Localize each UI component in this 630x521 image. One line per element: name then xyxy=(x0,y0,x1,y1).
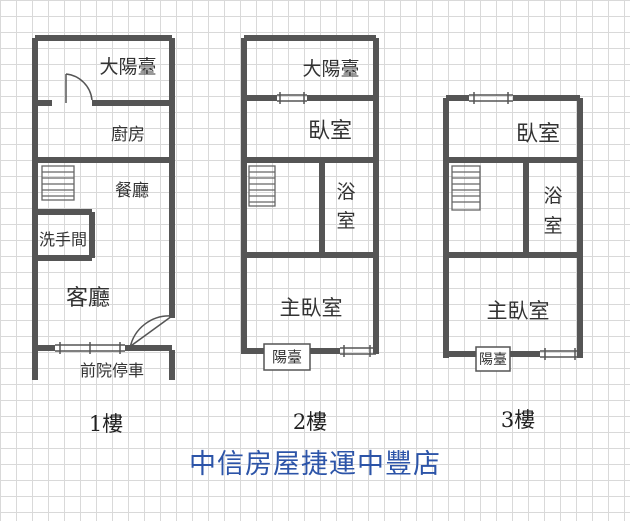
floor-2-label: 2樓 xyxy=(293,410,327,434)
room-label-kitchen-f1: 廚房 xyxy=(111,124,145,145)
floor-1-plan xyxy=(32,35,175,380)
room-label-bath-2-f2: 室 xyxy=(336,210,355,232)
floor-1-window xyxy=(55,342,125,354)
floor-3-plan xyxy=(443,95,583,358)
floor-2-plan xyxy=(241,35,379,354)
floor-3-staircase xyxy=(451,165,481,211)
floor-3-small-balcony xyxy=(475,346,511,372)
room-label-living-f1: 客廳 xyxy=(66,286,110,311)
floor-2-staircase xyxy=(248,165,276,207)
floor-2-small-balcony xyxy=(263,343,311,371)
room-label-bedroom-f2: 臥室 xyxy=(308,119,352,144)
room-label-master-f2: 主臥室 xyxy=(280,296,343,320)
floor-2-windows xyxy=(277,92,376,357)
floor-3-label: 3樓 xyxy=(501,408,535,432)
room-label-small-balcony-f3: 陽臺 xyxy=(479,352,507,368)
brand-name: 中信房屋捷運中豐店 xyxy=(189,449,441,480)
floor-1-staircase xyxy=(41,165,75,201)
room-label-bath-2-f3: 室 xyxy=(543,215,562,237)
room-label-dining-f1: 餐廳 xyxy=(115,181,149,201)
room-label-bedroom-f3: 臥室 xyxy=(516,122,560,147)
room-label-bath-1-f2: 浴 xyxy=(336,181,355,203)
room-label-restroom-f1: 洗手間 xyxy=(39,230,87,249)
room-label-balcony-f1: 大陽臺 xyxy=(99,56,156,78)
room-label-small-balcony-f2: 陽臺 xyxy=(272,348,302,366)
room-label-balcony-f2: 大陽臺 xyxy=(302,58,359,80)
floor-3-windows xyxy=(469,92,580,360)
floor-1-door-swings xyxy=(65,73,173,349)
room-label-master-f3: 主臥室 xyxy=(487,299,550,323)
room-label-bath-1-f3: 浴 xyxy=(543,185,562,207)
room-label-parking-f1: 前院停車 xyxy=(80,361,144,380)
floor-1-label: 1樓 xyxy=(89,412,123,436)
